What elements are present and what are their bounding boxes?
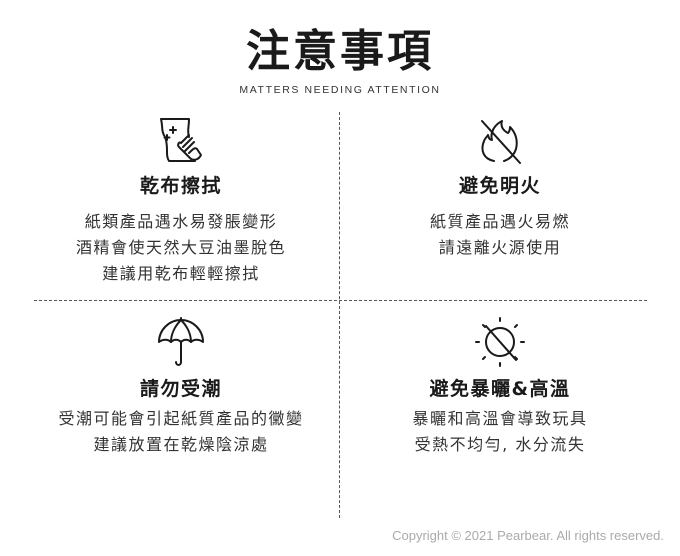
description-line: 紙質產品遇火易燃 [429, 212, 570, 231]
description-line: 酒精會使天然大豆油墨脫色 [75, 238, 286, 257]
horizontal-divider [34, 300, 647, 301]
description-line: 建議用乾布輕輕擦拭 [102, 264, 260, 283]
notice-title: 避免明火 [458, 175, 541, 197]
description-line: 暴曬和高溫會導致玩具 [412, 409, 588, 428]
notice-title: 乾布擦拭 [139, 175, 222, 197]
notice-description: 受潮可能會引起紙質產品的黴變 建議放置在乾燥陰涼處 [31, 406, 331, 458]
page-title: 注意事項 [246, 26, 434, 77]
description-line: 請遠離火源使用 [438, 238, 562, 257]
notice-description: 紙類產品遇水易發脹變形 酒精會使天然大豆油墨脫色 建議用乾布輕輕擦拭 [31, 209, 331, 287]
description-line: 受熱不均勻, 水分流失 [414, 435, 586, 454]
vertical-divider [339, 112, 340, 518]
notice-description: 暴曬和高溫會導致玩具 受熱不均勻, 水分流失 [350, 406, 650, 458]
page-subtitle: MATTERS NEEDING ATTENTION [239, 84, 441, 96]
notice-description: 紙質產品遇火易燃 請遠離火源使用 [350, 209, 650, 261]
notice-avoid-sun-heat: 避免暴曬&高溫 暴曬和高溫會導致玩具 受熱不均勻, 水分流失 [350, 314, 650, 458]
wipe-cloth-icon [160, 118, 202, 162]
notice-avoid-fire: 避免明火 紙質產品遇火易燃 請遠離火源使用 [350, 113, 650, 261]
no-fire-icon [481, 120, 521, 164]
umbrella-icon [158, 317, 204, 366]
no-sun-icon [475, 317, 525, 367]
notice-title: 避免暴曬&高溫 [429, 378, 571, 400]
notice-title: 請勿受潮 [139, 378, 222, 400]
notice-avoid-moisture: 請勿受潮 受潮可能會引起紙質產品的黴變 建議放置在乾燥陰涼處 [31, 314, 331, 458]
copyright-text: Copyright © 2021 Pearbear. All rights re… [392, 528, 664, 543]
description-line: 紙類產品遇水易發脹變形 [84, 212, 278, 231]
description-line: 受潮可能會引起紙質產品的黴變 [58, 409, 304, 428]
notice-dry-wipe: 乾布擦拭 紙類產品遇水易發脹變形 酒精會使天然大豆油墨脫色 建議用乾布輕輕擦拭 [31, 113, 331, 287]
description-line: 建議放置在乾燥陰涼處 [93, 435, 269, 454]
